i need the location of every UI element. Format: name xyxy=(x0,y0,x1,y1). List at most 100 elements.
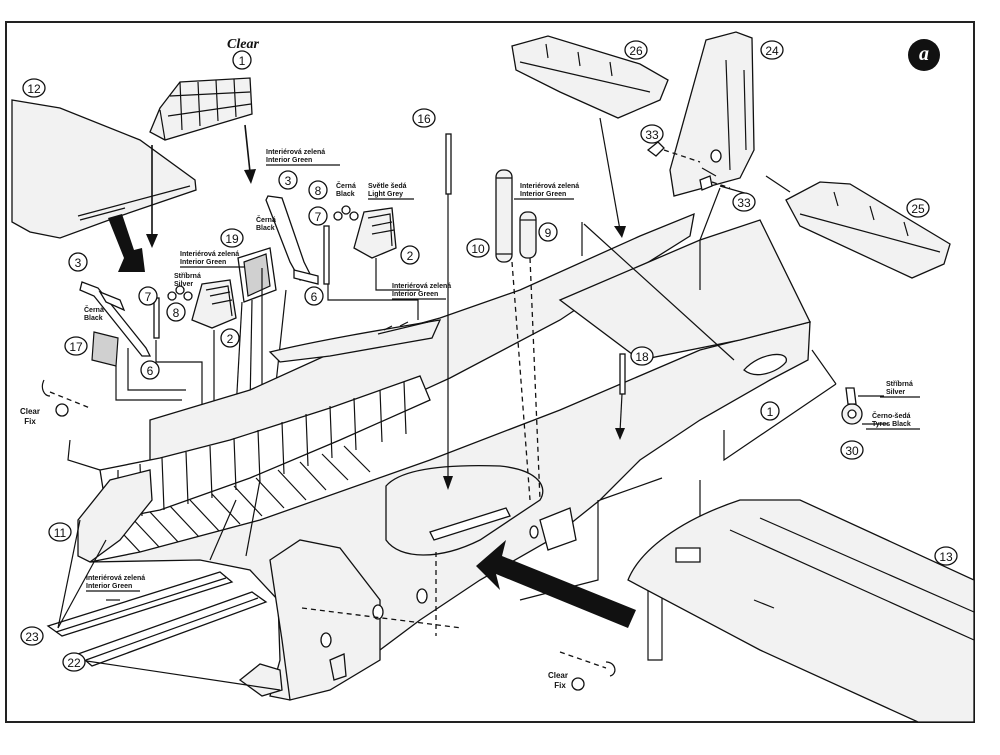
rudder-part-24 xyxy=(669,31,755,197)
part-number-text: 2 xyxy=(407,249,414,263)
paint-callout-black-17: Černá Black xyxy=(84,305,104,322)
part-number-30: 30 xyxy=(840,440,864,460)
part-number-circle xyxy=(466,238,490,258)
rod-part-7-left xyxy=(153,297,160,339)
clear-fix-right-line1: Clear xyxy=(548,671,568,680)
left-wing-part-12 xyxy=(11,99,197,239)
rod-part-7-right xyxy=(323,225,330,285)
silver-en-30: Silver xyxy=(886,389,905,396)
leader-lines-tail xyxy=(581,117,837,462)
part-number-circle xyxy=(412,108,436,128)
clear-fix-left-line2: Fix xyxy=(24,417,36,426)
part-number-23: 23 xyxy=(20,626,44,646)
part-number-33: 33 xyxy=(640,124,664,144)
part-number-circle xyxy=(624,40,648,60)
paint-callout-interior-19: Interiérová zelená Interior Green xyxy=(180,251,244,268)
part-number-text: 33 xyxy=(645,128,659,142)
part-number-circle xyxy=(22,78,46,98)
wing-insert-arrow xyxy=(476,540,636,628)
paint-callout-black-19: Černá Black xyxy=(256,215,276,232)
cylinder-part-9 xyxy=(519,211,537,259)
part-number-circle xyxy=(630,346,654,366)
canopy-arrows xyxy=(146,124,256,248)
tailwheel-part-30 xyxy=(841,387,888,425)
part-number-text: 25 xyxy=(911,202,925,216)
sheet-letter-badge: a xyxy=(908,39,940,71)
part-number-text: 24 xyxy=(765,44,779,58)
strip-part-23 xyxy=(46,571,234,637)
part-number-text: 6 xyxy=(147,364,154,378)
part-number-17: 17 xyxy=(64,336,88,356)
part-number-text: 26 xyxy=(629,44,643,58)
interior-cz-1: Interiérová zelená xyxy=(266,149,325,156)
part-number-text: 10 xyxy=(471,242,485,256)
control-stick-part-3-left xyxy=(79,281,152,357)
lightgrey-en: Light Grey xyxy=(368,191,403,198)
part-number-11: 11 xyxy=(48,522,72,542)
pin-part-33-top xyxy=(646,141,701,163)
interior-en-5: Interior Green xyxy=(86,583,132,590)
part-number-text: 7 xyxy=(315,210,322,224)
frame-part-19 xyxy=(237,247,277,303)
part-number-33-2: 33 xyxy=(732,192,756,212)
part-number-circle xyxy=(308,206,328,226)
part-number-7: 7 xyxy=(138,286,158,306)
part-number-12: 12 xyxy=(22,78,46,98)
part-number-circle xyxy=(304,286,324,306)
sheet-letter: a xyxy=(919,43,929,65)
paint-callout-interior-22: Interiérová zelená Interior Green xyxy=(86,575,145,592)
paint-callout-interior-10: Interiérová zelená Interior Green xyxy=(514,183,579,200)
part-number-2: 2 xyxy=(220,328,240,348)
paint-callout-black-8: Černá Black xyxy=(336,181,356,198)
black-en-19: Black xyxy=(256,225,275,232)
panel-part-17 xyxy=(91,331,119,367)
part-number-circle xyxy=(538,222,558,242)
canopy-clear-label: Clear xyxy=(227,37,259,52)
part-number-circle xyxy=(220,228,244,248)
part-number-text: 3 xyxy=(75,256,82,270)
knob-part-8-left xyxy=(167,285,193,301)
paint-callout-lightgrey-2: Světle šedá Light Grey xyxy=(368,183,414,200)
silver-cz-8: Stříbrná xyxy=(174,273,201,280)
part-number-circle xyxy=(140,360,160,380)
part-number-2-2: 2 xyxy=(400,245,420,265)
part-number-circle xyxy=(640,124,664,144)
part-number-circle xyxy=(760,401,780,421)
interior-en-3: Interior Green xyxy=(392,291,438,298)
tyres-cz: Černo-šedá xyxy=(872,411,911,420)
part-number-text: 23 xyxy=(25,630,39,644)
part-number-9: 9 xyxy=(538,222,558,242)
black-cz-8: Černá xyxy=(336,181,356,190)
part-number-8-2: 8 xyxy=(308,180,328,200)
part-number-circle xyxy=(68,252,88,272)
part-number-text: 16 xyxy=(417,112,431,126)
part-number-circle xyxy=(166,302,186,322)
clear-fix-left-line1: Clear xyxy=(20,407,40,416)
part-number-circle xyxy=(934,546,958,566)
part-number-circle xyxy=(400,245,420,265)
pin-part-18 xyxy=(615,353,626,440)
part-number-text: 17 xyxy=(69,340,83,354)
paint-callout-interior-2: Interiérová zelená Interior Green xyxy=(392,283,451,300)
fuselage-half xyxy=(77,212,811,701)
part-number-callouts: 1122336677889101112131617181922232425263… xyxy=(20,40,958,672)
paint-callout-silver-8: Stříbrná Silver xyxy=(174,273,201,288)
part-number-text: 19 xyxy=(225,232,239,246)
part-number-text: 6 xyxy=(311,290,318,304)
part-number-circle xyxy=(62,652,86,672)
silver-cz-30: Stříbrná xyxy=(886,381,913,388)
part-number-circle xyxy=(732,192,756,212)
part-number-10: 10 xyxy=(466,238,490,258)
part-number-3-2: 3 xyxy=(278,170,298,190)
direction-arrow-icon xyxy=(108,214,145,272)
tyres-en: Tyres Black xyxy=(872,421,911,428)
part-number-text: 22 xyxy=(67,656,81,670)
part-number-circle xyxy=(64,336,88,356)
part-number-6-2: 6 xyxy=(304,286,324,306)
part-number-text: 7 xyxy=(145,290,152,304)
page-frame xyxy=(5,21,975,723)
part-number-22: 22 xyxy=(62,652,86,672)
part-number-circle xyxy=(232,50,252,70)
